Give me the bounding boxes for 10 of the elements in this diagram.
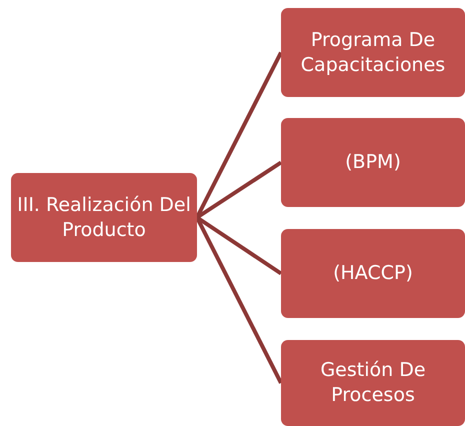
topic-box — [281, 229, 465, 318]
topic-box — [281, 8, 465, 97]
topic-box — [11, 173, 197, 262]
node-label: Programa De Capacitaciones — [300, 28, 446, 78]
node-label: III. Realización Del Producto — [16, 192, 192, 242]
node-label: (BPM) — [345, 150, 401, 175]
topic-box — [281, 118, 465, 207]
topic-box — [281, 340, 465, 426]
node-label: (HACCP) — [333, 261, 413, 286]
node-label: Gestión De Procesos — [319, 358, 427, 408]
